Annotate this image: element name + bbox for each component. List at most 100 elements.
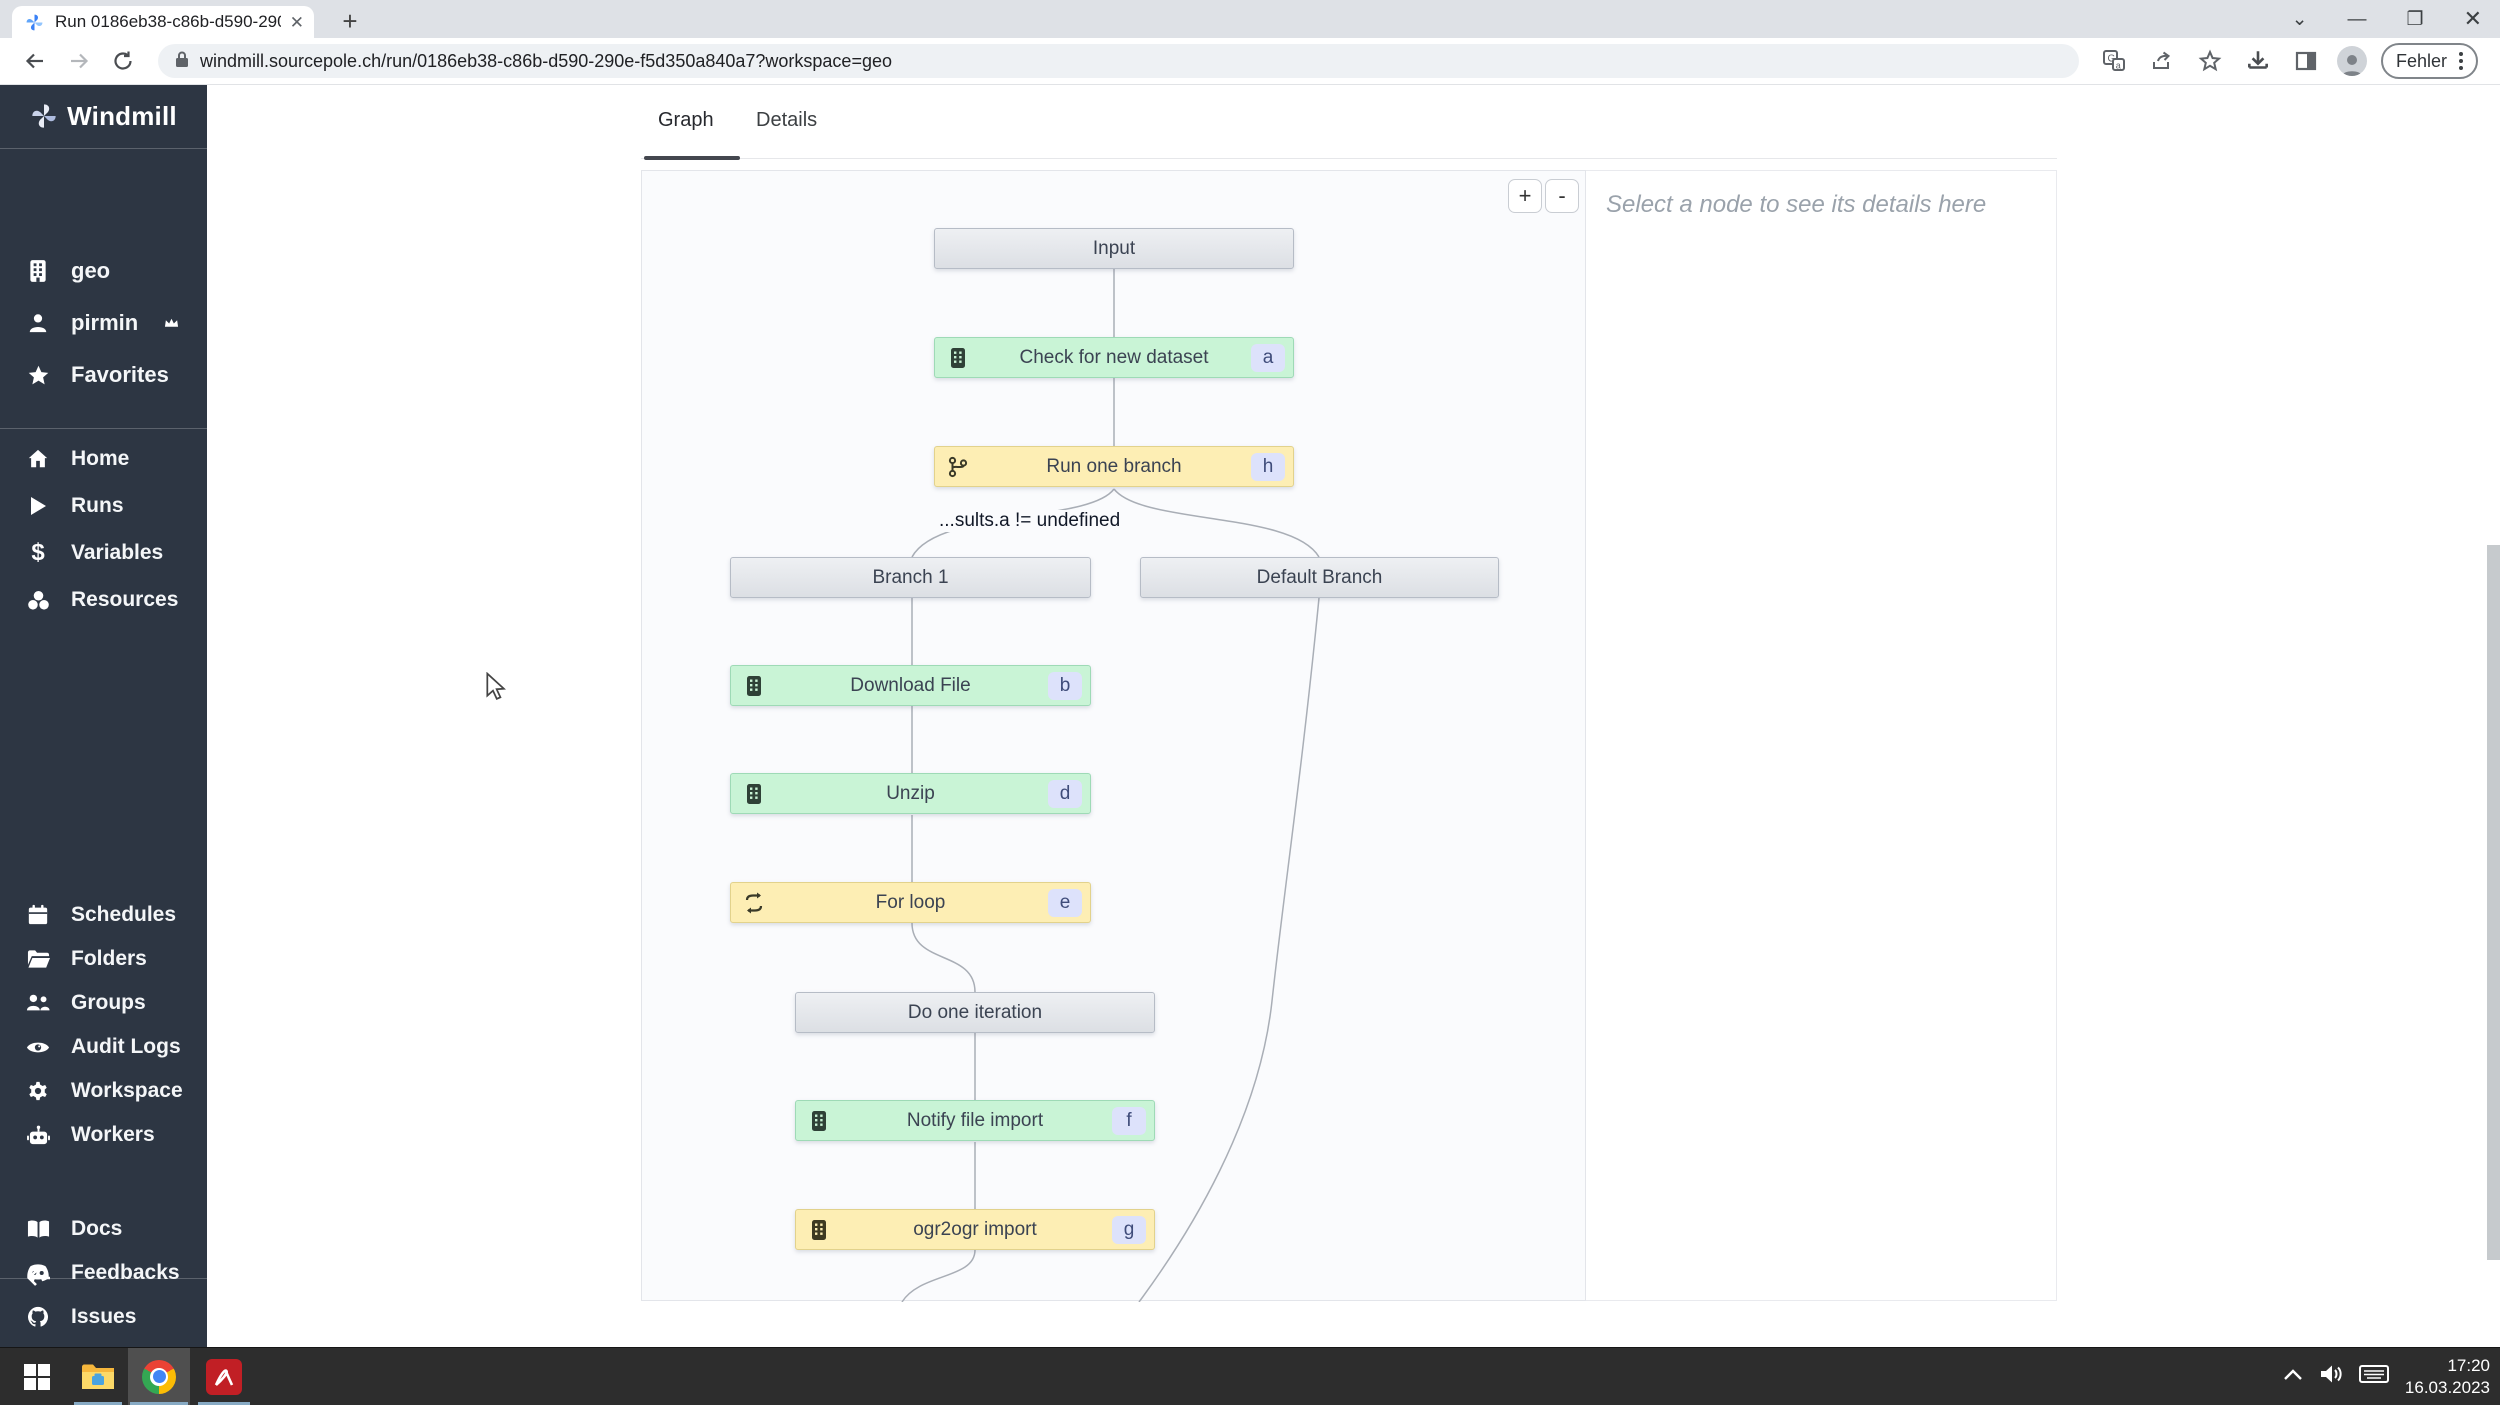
sidebar-item-workspace-settings[interactable]: Workspace xyxy=(26,1079,183,1103)
chrome-taskbar-button[interactable] xyxy=(128,1348,190,1405)
flow-node-branch-1[interactable]: Branch 1 xyxy=(730,557,1091,598)
sidebar-item-audit-logs[interactable]: Audit Logs xyxy=(26,1035,181,1059)
tab-graph[interactable]: Graph xyxy=(658,109,714,131)
sidebar: Windmill geo pirmin xyxy=(0,85,207,1347)
svg-text:a: a xyxy=(2116,60,2121,70)
page-scrollbar-thumb[interactable] xyxy=(2487,545,2500,1260)
zoom-out-button[interactable]: - xyxy=(1545,179,1579,213)
reload-icon[interactable] xyxy=(106,44,140,78)
lock-icon xyxy=(174,50,190,73)
script-icon xyxy=(951,347,965,368)
browser-toolbar: windmill.sourcepole.ch/run/0186eb38-c86b… xyxy=(0,38,2500,85)
sidebar-item-favorites[interactable]: Favorites xyxy=(26,362,169,388)
flow-node-unzip[interactable]: Unzip d xyxy=(730,773,1091,814)
clock-date: 16.03.2023 xyxy=(2404,1377,2490,1397)
url-bar[interactable]: windmill.sourcepole.ch/run/0186eb38-c86b… xyxy=(158,44,2079,78)
download-icon[interactable] xyxy=(2241,44,2275,78)
zoom-in-button[interactable]: + xyxy=(1508,179,1542,213)
cubes-icon xyxy=(26,588,50,612)
gear-icon xyxy=(26,1079,50,1103)
close-icon[interactable]: ✕ xyxy=(2463,6,2482,31)
keyboard-icon[interactable] xyxy=(2358,1364,2389,1389)
flow-node-notify-file-import[interactable]: Notify file import f xyxy=(795,1100,1155,1141)
branch-condition-label: ...sults.a != undefined xyxy=(936,510,1124,532)
sidebar-item-feedbacks[interactable]: Feedbacks xyxy=(26,1261,180,1285)
flow-node-ogr2ogr-import[interactable]: ogr2ogr import g xyxy=(795,1209,1155,1250)
minimize-icon[interactable]: — xyxy=(2347,8,2367,30)
sidebar-item-workers[interactable]: Workers xyxy=(26,1123,155,1147)
back-icon[interactable] xyxy=(18,44,52,78)
tray-chevron-up-icon[interactable] xyxy=(2283,1368,2303,1386)
divider xyxy=(0,148,207,149)
flow-node-download-file[interactable]: Download File b xyxy=(730,665,1091,706)
restore-icon[interactable]: ❐ xyxy=(2406,8,2424,30)
sidebar-item-folders[interactable]: Folders xyxy=(26,947,147,971)
sidebar-item-workspace-geo[interactable]: geo xyxy=(26,258,110,284)
menu-kebab-icon[interactable] xyxy=(2459,52,2463,70)
share-icon[interactable] xyxy=(2145,44,2179,78)
flow-node-check-for-new-dataset[interactable]: Check for new dataset a xyxy=(934,337,1294,378)
windmill-app: Windmill geo pirmin xyxy=(0,85,2500,1347)
sidebar-item-issues[interactable]: Issues xyxy=(26,1305,136,1329)
profile-avatar[interactable] xyxy=(2336,46,2367,76)
sidebar-item-schedules[interactable]: Schedules xyxy=(26,903,176,927)
running-indicator xyxy=(130,1402,188,1405)
clock-time: 17:20 xyxy=(2447,1356,2490,1376)
flow-node-default-branch[interactable]: Default Branch xyxy=(1140,557,1499,598)
browser-tab[interactable]: Run 0186eb38-c86b-d590-290e- ✕ xyxy=(12,6,314,38)
flow-graph-canvas[interactable]: + - Input Check for new dataset a Run on… xyxy=(641,170,1586,1302)
script-icon xyxy=(747,675,761,696)
sidebar-item-home[interactable]: Home xyxy=(26,447,129,471)
chrome-icon xyxy=(142,1359,176,1394)
flow-node-for-loop[interactable]: For loop e xyxy=(730,882,1091,923)
forward-icon[interactable] xyxy=(62,44,96,78)
flow-node-run-one-branch[interactable]: Run one branch h xyxy=(934,446,1294,487)
tab-close-icon[interactable]: ✕ xyxy=(289,12,304,32)
browser-tabstrip: Run 0186eb38-c86b-d590-290e- ✕ + ⌄ — ❐ ✕ xyxy=(0,0,2500,38)
tab-divider xyxy=(641,158,2057,159)
profile-name: Fehler xyxy=(2395,50,2447,71)
sidebar-item-docs[interactable]: Docs xyxy=(26,1217,122,1241)
sidebar-item-user-pirmin[interactable]: pirmin xyxy=(26,310,183,336)
flow-node-do-one-iteration[interactable]: Do one iteration xyxy=(795,992,1155,1033)
system-tray: 17:20 16.03.2023 xyxy=(2283,1348,2490,1405)
sidebar-item-runs[interactable]: Runs xyxy=(26,494,124,518)
script-icon xyxy=(812,1219,826,1240)
script-icon xyxy=(812,1110,826,1131)
new-tab-button[interactable]: + xyxy=(342,5,358,36)
mouse-cursor xyxy=(483,671,509,707)
file-explorer-button[interactable] xyxy=(72,1348,124,1405)
url-text: windmill.sourcepole.ch/run/0186eb38-c86b… xyxy=(200,50,892,71)
sidebar-item-groups[interactable]: Groups xyxy=(26,991,146,1015)
window-controls: ⌄ — ❐ ✕ xyxy=(2292,0,2482,38)
flow-node-input[interactable]: Input xyxy=(934,228,1294,269)
collapse-sidebar-button[interactable] xyxy=(26,1263,56,1293)
side-panel-icon[interactable] xyxy=(2289,44,2323,78)
chevron-down-icon[interactable]: ⌄ xyxy=(2291,8,2308,30)
profile-pill-button[interactable]: Fehler xyxy=(2380,43,2478,79)
bookmark-star-icon[interactable] xyxy=(2193,44,2227,78)
home-icon xyxy=(26,447,50,471)
sidebar-item-variables[interactable]: $ Variables xyxy=(26,539,163,566)
windmill-logo[interactable]: Windmill xyxy=(0,85,207,147)
start-button[interactable] xyxy=(12,1348,62,1405)
dollar-icon: $ xyxy=(31,539,45,566)
active-tab-underline xyxy=(644,156,740,160)
sidebar-item-resources[interactable]: Resources xyxy=(26,588,178,612)
main-content: Graph Details xyxy=(207,85,2500,1347)
clock[interactable]: 17:20 16.03.2023 xyxy=(2405,1355,2490,1398)
node-id-badge: h xyxy=(1251,452,1285,481)
user-icon xyxy=(26,311,50,335)
taskbar: 17:20 16.03.2023 xyxy=(0,1347,2500,1405)
robot-icon xyxy=(26,1123,50,1147)
file-explorer-icon xyxy=(82,1364,114,1389)
divider xyxy=(0,428,207,429)
node-id-badge: f xyxy=(1112,1106,1146,1135)
acrobat-taskbar-button[interactable] xyxy=(196,1348,252,1405)
tab-details[interactable]: Details xyxy=(756,109,818,131)
node-id-badge: g xyxy=(1112,1215,1146,1244)
speaker-icon[interactable] xyxy=(2319,1364,2343,1389)
acrobat-icon xyxy=(206,1358,242,1395)
